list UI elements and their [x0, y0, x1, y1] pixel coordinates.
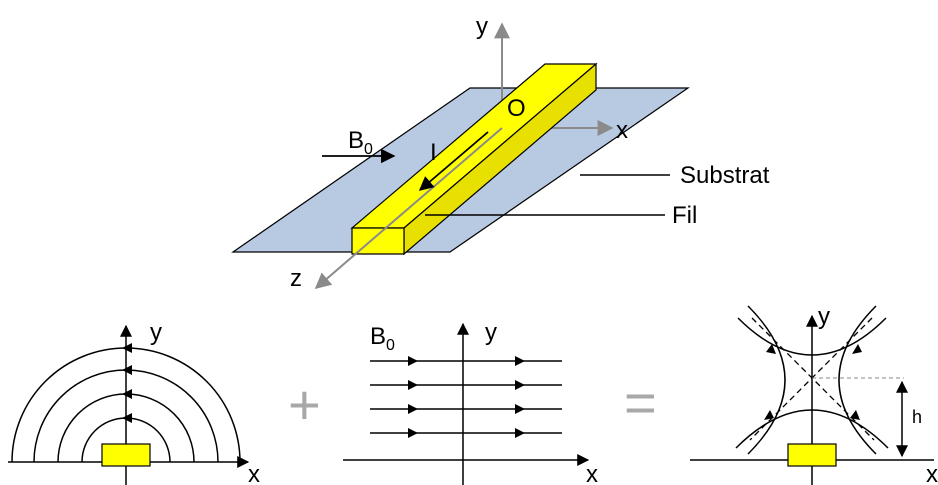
- top-3d-diagram: y x z O I B0 Substrat Fil: [231, 13, 770, 292]
- substrate-label: Substrat: [680, 162, 770, 189]
- p1-arrowhead: [122, 343, 132, 353]
- p3-wire-cross-section: [787, 443, 837, 467]
- panel-superposition: y x h: [690, 303, 938, 485]
- p3-height-label: h: [912, 407, 922, 427]
- current-label: I: [430, 139, 437, 166]
- p1-x-label: x: [248, 461, 260, 485]
- p2-arrowhead: [408, 428, 418, 438]
- p1-arrowhead: [122, 365, 132, 375]
- p2-arrowhead: [515, 380, 525, 390]
- current-arrow: [418, 131, 489, 191]
- p2-arrowhead: [408, 404, 418, 414]
- p3-y-label: y: [818, 303, 830, 330]
- p3-field-line-right: [838, 305, 877, 455]
- z-axis-3d: [314, 127, 503, 290]
- p3-field-line-bottom: [735, 409, 889, 449]
- p2-arrowhead: [515, 404, 525, 414]
- p3-field-line-top: [737, 317, 887, 356]
- p2-b0-label: B0: [370, 323, 395, 354]
- b0-label-3d: B0: [348, 127, 373, 158]
- p3-separatrix: [749, 317, 873, 441]
- p2-y-label: y: [485, 319, 497, 346]
- p2-x-label: x: [586, 461, 598, 485]
- z-axis-label-3d: z: [290, 265, 302, 292]
- p1-arrowhead: [122, 413, 132, 423]
- p3-arrowhead: [766, 344, 776, 354]
- plus-sign: +: [288, 373, 321, 436]
- p2-arrowhead: [515, 428, 525, 438]
- p2-arrowhead: [408, 356, 418, 366]
- wire-label: Fil: [672, 202, 697, 229]
- x-axis-label-3d: x: [616, 117, 628, 144]
- p2-arrowhead: [408, 380, 418, 390]
- p1-y-label: y: [150, 319, 162, 346]
- panel-uniform-field: B0 y x: [343, 319, 598, 485]
- p3-arrowhead: [850, 410, 860, 420]
- p3-arrowhead: [852, 344, 862, 354]
- p3-arrowhead: [764, 410, 774, 420]
- y-axis-label-3d: y: [476, 13, 488, 40]
- origin-label: O: [507, 95, 526, 122]
- p2-arrowhead: [515, 356, 525, 366]
- p3-separatrix: [751, 317, 875, 441]
- p3-field-line-left: [747, 305, 786, 455]
- p3-x-label: x: [926, 461, 938, 485]
- p1-wire-cross-section: [101, 443, 151, 467]
- equals-sign: =: [624, 371, 657, 434]
- p1-arrowhead: [122, 389, 132, 399]
- panel-wire-field: y x: [8, 319, 260, 485]
